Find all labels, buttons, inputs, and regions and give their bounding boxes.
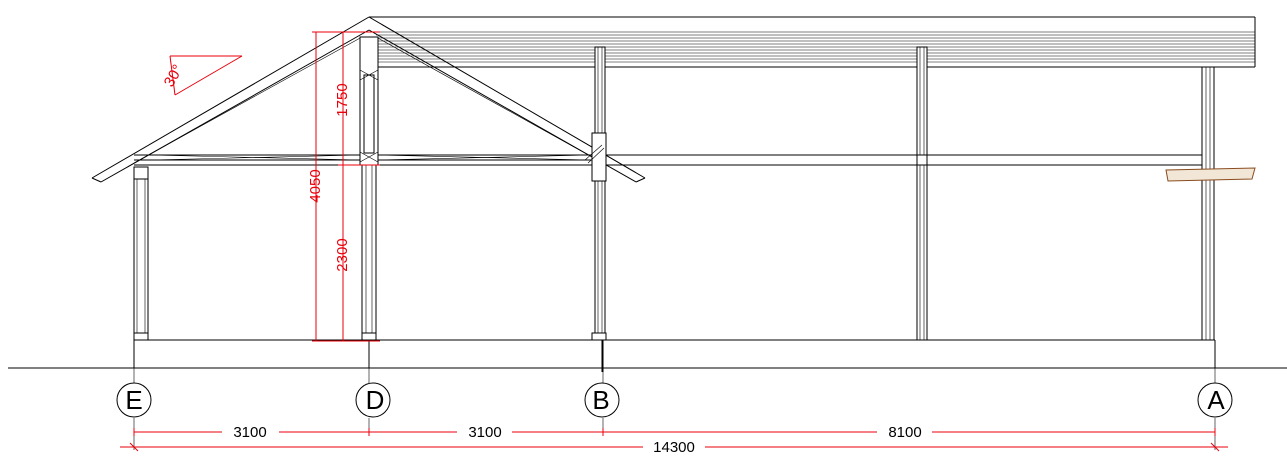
axis-label-D: D	[366, 385, 385, 415]
dim-total: 14300	[653, 439, 695, 456]
axis-bubble-D: D	[355, 382, 391, 418]
dim-lower-height: 2300	[334, 238, 351, 271]
foundation	[133, 339, 1216, 372]
axis-bubble-E: E	[116, 382, 152, 418]
dim-b-a: 8100	[888, 424, 921, 441]
column-mid	[916, 46, 928, 341]
axis-label-E: E	[125, 385, 142, 415]
column-D	[359, 36, 379, 341]
bottom-dimensions: 3100 3100 8100 14300	[120, 424, 1228, 456]
vertical-dimensions: 4050 1750 2300	[307, 31, 380, 342]
axis-label-A: A	[1207, 385, 1225, 415]
roof-angle-label: 30°	[161, 62, 187, 90]
roof-angle-indicator: 30°	[161, 55, 243, 96]
axis-bubble-B: B	[584, 382, 620, 418]
column-B	[584, 46, 607, 341]
ceiling-beam	[134, 154, 1205, 166]
axis-bubble-A: A	[1197, 382, 1233, 418]
column-E	[133, 166, 149, 341]
dim-total-height: 4050	[307, 169, 324, 202]
cantilever-beam	[1165, 167, 1256, 182]
flat-roof	[369, 16, 1256, 68]
dim-upper-height: 1750	[334, 83, 351, 116]
column-A	[1201, 66, 1215, 341]
axis-label-B: B	[592, 385, 609, 415]
dim-e-d: 3100	[233, 424, 266, 441]
axis-lines	[133, 368, 1216, 450]
dim-d-b: 3100	[468, 424, 501, 441]
